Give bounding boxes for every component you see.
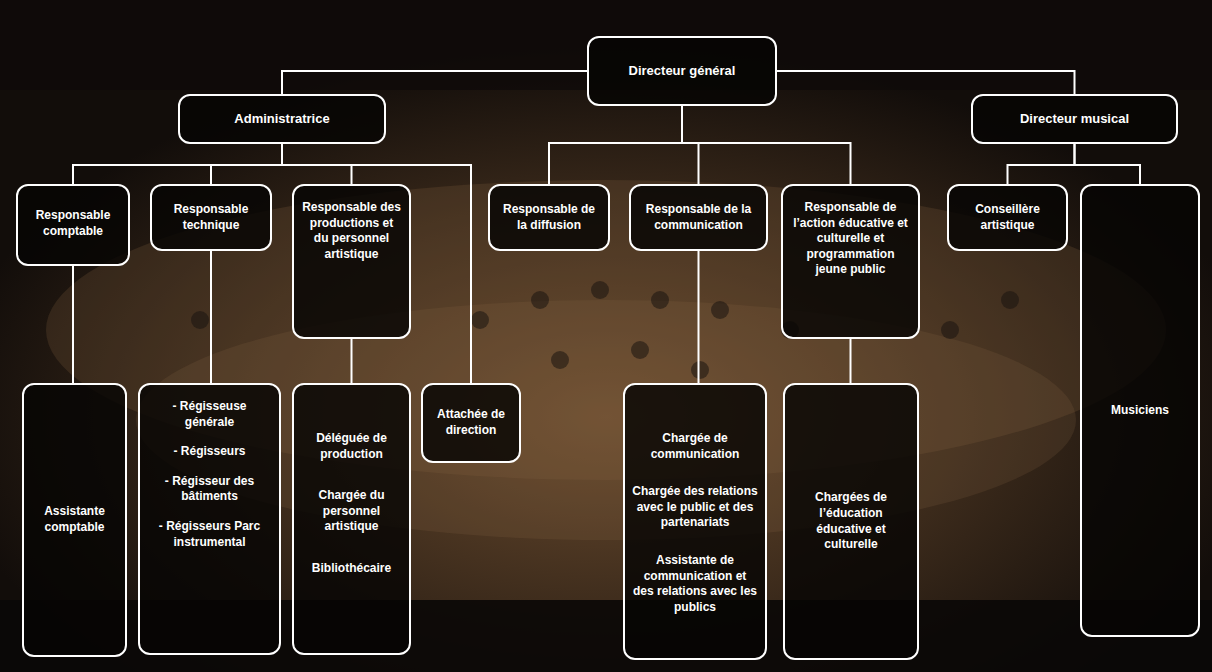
node-label: Chargée des relations avec le public et … [632, 484, 758, 531]
org-connector [351, 339, 353, 383]
org-connector [549, 106, 682, 184]
staff-box: Déléguée de productionChargée du personn… [292, 383, 411, 655]
node-label: Bibliothécaire [312, 561, 391, 577]
org-connector [72, 266, 74, 383]
node-label: Assistante de communication et des relat… [632, 553, 758, 615]
node-label: Chargées de l’éducation éducative et cul… [792, 490, 910, 552]
staff-box: - Régisseuse générale - Régisseurs - Régis… [138, 383, 281, 655]
node-label: Responsable des productions et du person… [301, 200, 402, 262]
org-connector [698, 251, 700, 383]
department-box: Responsable technique [150, 184, 272, 251]
node-label: - Régisseurs Parc instrumental [147, 519, 272, 550]
node-label: Responsable comptable [25, 208, 121, 239]
node-label: - Régisseur des bâtiments [147, 474, 272, 505]
node-label: Responsable de la communication [638, 202, 759, 233]
org-connector [1075, 144, 1141, 184]
node-label: Chargée de communication [632, 431, 758, 462]
staff-box: Chargée de communicationChargée des rela… [623, 383, 767, 660]
department-box: Responsable de la diffusion [488, 184, 610, 251]
org-connector [211, 144, 282, 184]
node-label: Chargée du personnel artistique [301, 488, 402, 535]
staff-box: Assistante comptable [22, 383, 127, 657]
department-box: Responsable de l’action éducative et cul… [781, 184, 920, 339]
org-connector [1008, 144, 1075, 184]
node-label: Musiciens [1111, 403, 1169, 419]
node-label: Assistante comptable [31, 504, 118, 535]
org-connector [282, 144, 471, 383]
node-label: Directeur général [629, 63, 736, 80]
org-connector [73, 144, 282, 184]
node-label: - Régisseuse générale [147, 399, 272, 430]
staff-box: Musiciens [1080, 184, 1200, 637]
staff-box: Chargées de l’éducation éducative et cul… [783, 383, 919, 660]
node-label: Administratrice [234, 111, 329, 128]
node-label: Responsable de l’action éducative et cul… [790, 200, 911, 278]
org-connector [850, 339, 852, 383]
director-box: Directeur musical [971, 94, 1178, 144]
node-label: Responsable de la diffusion [497, 202, 601, 233]
director-box: Administratrice [178, 94, 386, 144]
node-label: Directeur musical [1020, 111, 1129, 128]
node-label: Responsable technique [159, 202, 263, 233]
org-connector [682, 106, 699, 184]
node-label: - Régisseurs [173, 444, 245, 460]
department-box: Responsable comptable [16, 184, 130, 266]
org-connector [282, 71, 587, 94]
department-box: Conseillère artistique [947, 184, 1068, 251]
staff-box: Attachée de direction [421, 383, 521, 463]
department-box: Responsable de la communication [629, 184, 768, 251]
node-label: Attachée de direction [430, 407, 512, 438]
department-box: Responsable des productions et du person… [292, 184, 411, 339]
org-connector [682, 106, 851, 184]
org-connector [777, 71, 1075, 94]
org-connector [210, 251, 212, 383]
top-box: Directeur général [587, 36, 777, 106]
node-label: Déléguée de production [301, 431, 402, 462]
node-label: Conseillère artistique [956, 202, 1059, 233]
